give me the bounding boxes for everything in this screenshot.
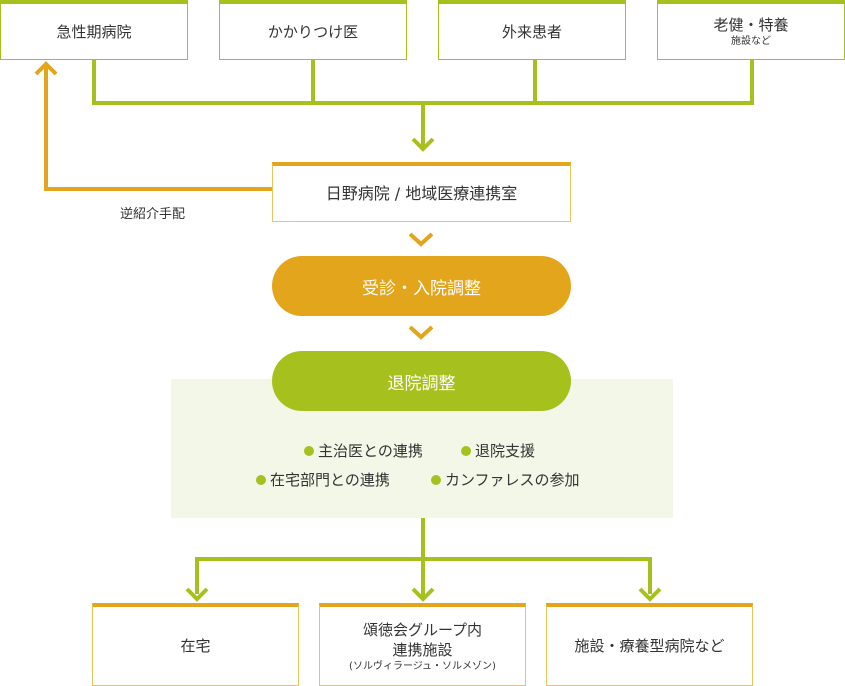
source-label: 老健・特養 [713,16,789,34]
destination-label: 在宅 [180,637,211,655]
activity-label: カンファレスの参加 [445,471,580,489]
arrow-down-icon [638,587,662,602]
chevron-down-icon [408,232,434,247]
destination-label: 頌徳会グループ内 [362,620,483,639]
activity-item: 在宅部門との連携 [256,469,390,490]
source-nursing-facility: 老健・特養 施設など [657,0,845,60]
activity-item: 退院支援 [461,440,535,461]
reverse-referral-line [44,64,273,191]
source-label: 急性期病院 [56,22,132,41]
bullet-dot-icon [431,475,441,485]
center-liaison-office: 日野病院 / 地域医療連携室 [272,162,571,222]
destination-label-line2: 連携施設 [392,640,453,659]
arrow-up-icon [34,61,58,76]
source-label: 外来患者 [501,22,562,41]
arrow-down-icon [185,587,209,602]
step-discharge-adjustment: 退院調整 [272,351,571,411]
activity-label: 在宅部門との連携 [270,471,390,489]
activity-label: 主治医との連携 [318,442,423,460]
split-bar [195,557,652,594]
destination-home: 在宅 [92,603,299,686]
reverse-referral-label: 逆紹介手配 [120,207,186,222]
destination-sublabel: (ソルヴィラージュ・ソルメゾン) [349,660,496,672]
activity-label: 退院支援 [475,442,536,460]
arrow-down-icon [411,137,435,152]
source-family-doctor: かかりつけ医 [219,0,407,60]
source-sublabel: 施設など [731,36,771,47]
destination-label: 施設・療養型病院など [574,637,725,655]
destination-group-facilities: 頌徳会グループ内 連携施設 (ソルヴィラージュ・ソルメゾン) [319,603,526,686]
bullet-dot-icon [256,475,266,485]
chevron-down-icon [408,325,434,340]
source-acute-hospital: 急性期病院 [0,0,188,60]
activity-item: 主治医との連携 [304,440,423,461]
arrow-down-icon [411,587,435,602]
source-label: かかりつけ医 [267,22,359,41]
bullet-dot-icon [461,446,471,456]
step-admission-adjustment: 受診・入院調整 [272,256,571,316]
source-outpatient: 外来患者 [438,0,626,60]
center-label: 日野病院 / 地域医療連携室 [325,183,518,203]
activity-item: カンファレスの参加 [431,469,580,490]
bullet-dot-icon [304,446,314,456]
destination-care-facilities: 施設・療養型病院など [546,603,753,686]
